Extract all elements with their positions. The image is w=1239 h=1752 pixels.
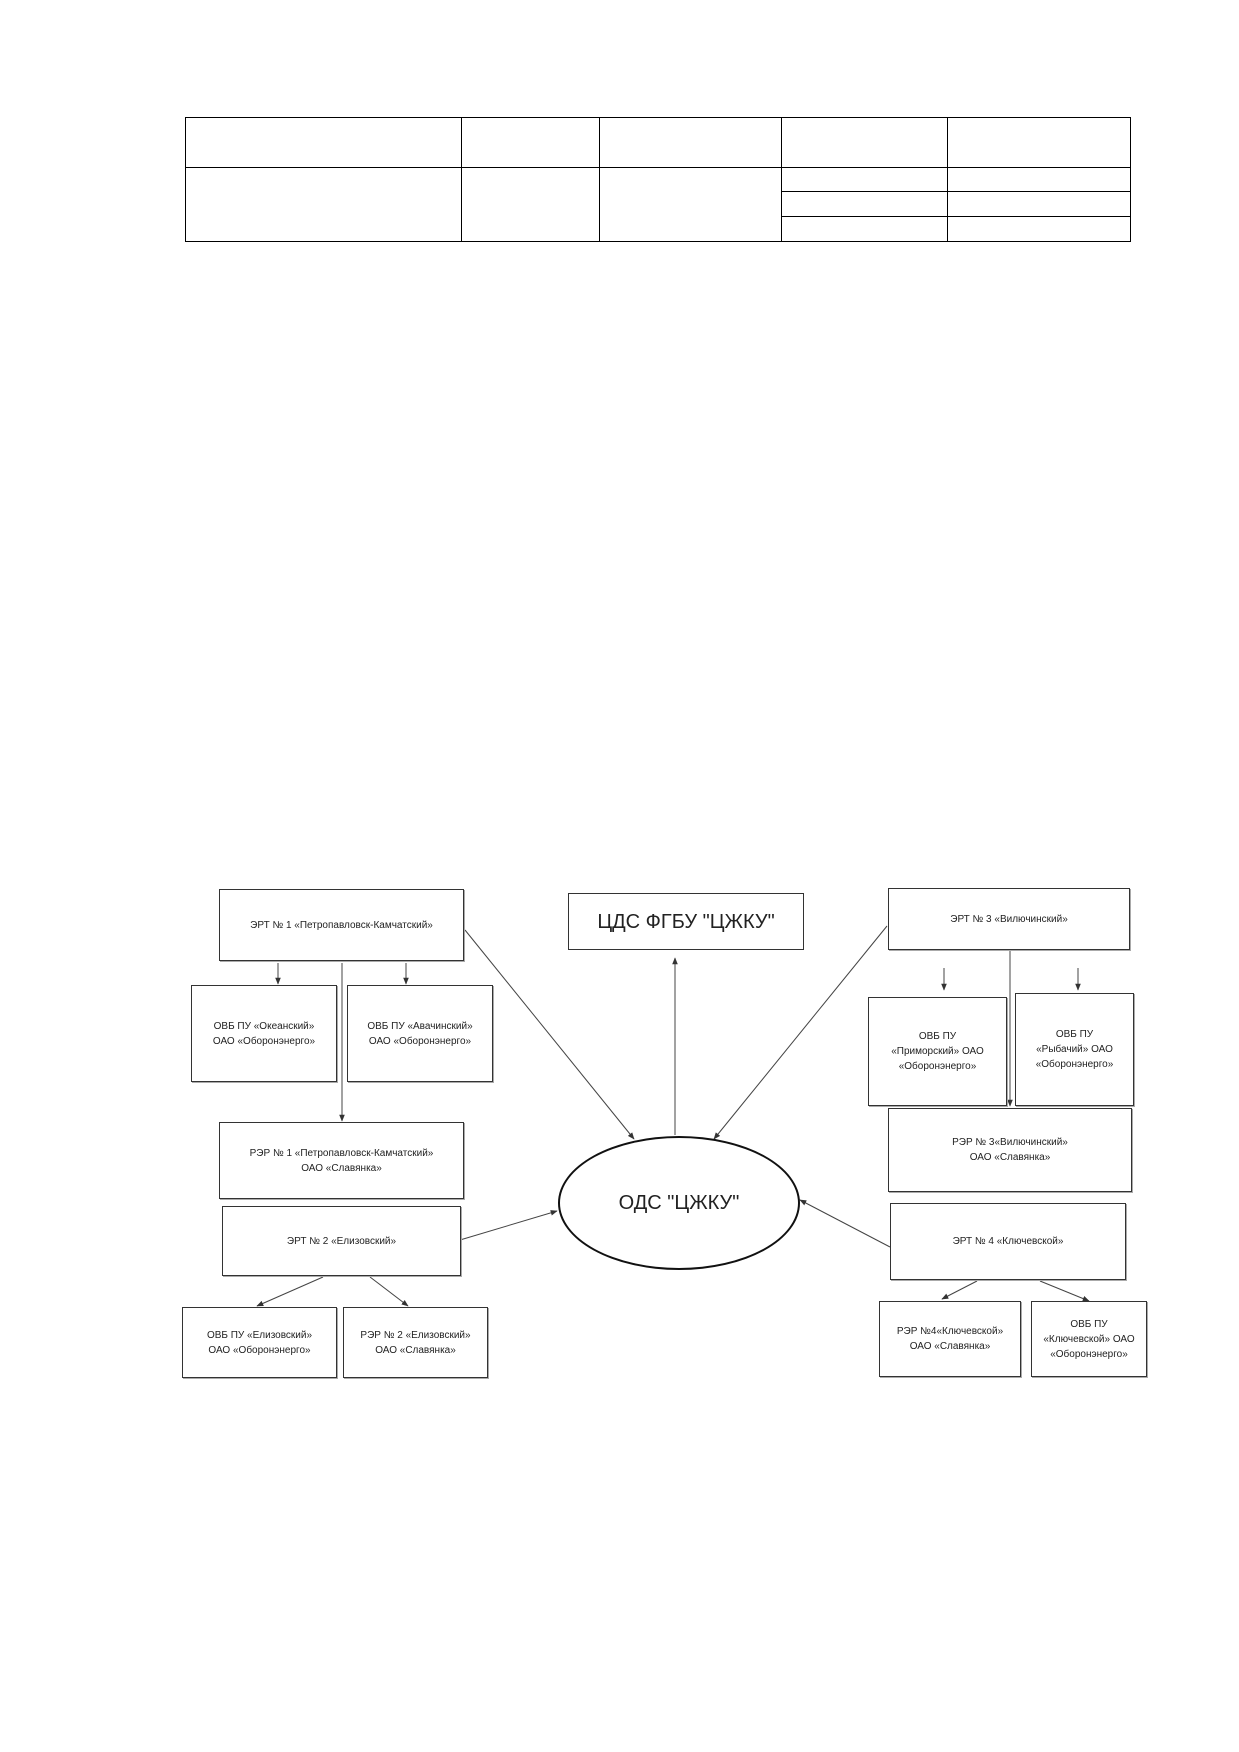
table-row bbox=[186, 216, 1131, 242]
table-cell bbox=[947, 216, 1131, 242]
node-obp-okeansky: ОВБ ПУ «Океанский» ОАО «Оборонэнерго» bbox=[191, 985, 337, 1082]
table-row bbox=[186, 191, 1131, 217]
node-label: ОВБ ПУ «Елизовский» ОАО «Оборонэнерго» bbox=[206, 1329, 313, 1356]
node-obp-primorsky: ОВБ ПУ «Приморский» ОАО «Оборонэнерго» bbox=[868, 997, 1007, 1106]
node-ert1: ЭРТ № 1 «Петропавловск-Камчатский» bbox=[219, 889, 464, 961]
table-cell bbox=[599, 167, 782, 242]
node-ods-center: ОДС "ЦЖКУ" bbox=[558, 1136, 800, 1270]
node-rer3: РЭР № 3«Вилючинский» ОАО «Славянка» bbox=[888, 1108, 1132, 1192]
node-label: ЭРТ № 1 «Петропавловск-Камчатский» bbox=[250, 919, 433, 931]
node-ert4: ЭРТ № 4 «Ключевской» bbox=[890, 1203, 1126, 1280]
node-obp-avachinsky: ОВБ ПУ «Авачинский» ОАО «Оборонэнерго» bbox=[347, 985, 493, 1082]
connector-ert3-center bbox=[713, 925, 888, 1140]
table-cell bbox=[461, 167, 600, 242]
table-cell bbox=[599, 117, 782, 168]
node-ert2: ЭРТ № 2 «Елизовский» bbox=[222, 1206, 461, 1276]
table-cell bbox=[781, 191, 948, 217]
node-obp-rybachy: ОВБ ПУ «Рыбачий» ОАО «Оборонэнерго» bbox=[1015, 993, 1134, 1106]
node-label: РЭР № 2 «Елизовский» ОАО «Славянка» bbox=[360, 1329, 471, 1356]
table-cell bbox=[185, 167, 462, 242]
node-label: ОВБ ПУ «Приморский» ОАО «Оборонэнерго» bbox=[891, 1031, 984, 1072]
connector-ert4-center bbox=[799, 1199, 891, 1248]
node-label: РЭР № 1 «Петропавловск-Камчатский» ОАО «… bbox=[249, 1147, 434, 1174]
connector-ert2-elizovsky bbox=[256, 1276, 324, 1307]
empty-table bbox=[185, 117, 1131, 242]
connector-ert1-center bbox=[464, 929, 635, 1140]
node-label: РЭР № 3«Вилючинский» ОАО «Славянка» bbox=[952, 1137, 1068, 1163]
table-cell bbox=[781, 216, 948, 242]
node-obp-klyuchevskoy: ОВБ ПУ «Ключевской» ОАО «Оборонэнерго» bbox=[1031, 1301, 1147, 1377]
node-rer1: РЭР № 1 «Петропавловск-Камчатский» ОАО «… bbox=[219, 1122, 464, 1199]
node-label: ЭРТ № 3 «Вилючинский» bbox=[950, 913, 1068, 925]
node-label: ОДС "ЦЖКУ" bbox=[618, 1191, 740, 1214]
node-label: ОВБ ПУ «Авачинский» ОАО «Оборонэнерго» bbox=[367, 1020, 473, 1047]
node-label: ЭРТ № 4 «Ключевской» bbox=[952, 1236, 1064, 1247]
node-cds-fgbu: ЦДС ФГБУ "ЦЖКУ" bbox=[568, 893, 804, 950]
node-obp-elizovsky: ОВБ ПУ «Елизовский» ОАО «Оборонэнерго» bbox=[182, 1307, 337, 1378]
connector-ert4-klyuchevskoy bbox=[1039, 1280, 1090, 1302]
node-ert3: ЭРТ № 3 «Вилючинский» bbox=[888, 888, 1130, 950]
connector-ert2-center bbox=[459, 1210, 558, 1241]
table-cell bbox=[947, 191, 1131, 217]
node-label: РЭР №4«Ключевской» ОАО «Славянка» bbox=[896, 1326, 1004, 1352]
connector-ert2-rer2 bbox=[369, 1276, 409, 1307]
table-row bbox=[185, 167, 1131, 242]
node-label: ЭРТ № 2 «Елизовский» bbox=[286, 1235, 397, 1247]
node-rer2: РЭР № 2 «Елизовский» ОАО «Славянка» bbox=[343, 1307, 488, 1378]
table-cell bbox=[781, 167, 948, 192]
node-label: ОВБ ПУ «Рыбачий» ОАО «Оборонэнерго» bbox=[1035, 1029, 1114, 1070]
connector-ert4-rer4 bbox=[941, 1280, 978, 1300]
node-label: ОВБ ПУ «Ключевской» ОАО «Оборонэнерго» bbox=[1043, 1318, 1135, 1360]
node-label: ЦДС ФГБУ "ЦЖКУ" bbox=[597, 910, 775, 933]
node-rer4: РЭР №4«Ключевской» ОАО «Славянка» bbox=[879, 1301, 1021, 1377]
node-label: ОВБ ПУ «Океанский» ОАО «Оборонэнерго» bbox=[212, 1020, 316, 1047]
